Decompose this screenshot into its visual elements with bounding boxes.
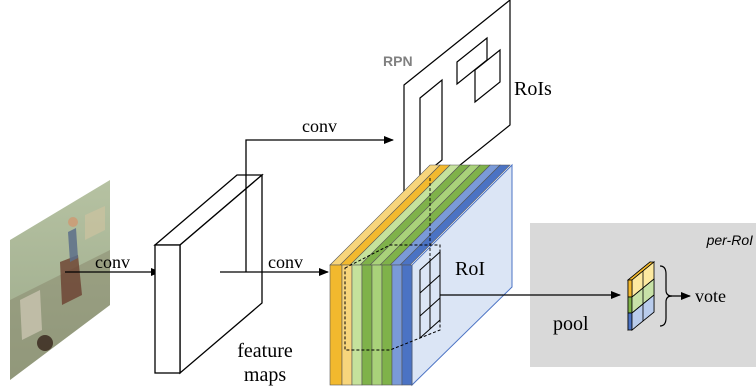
feature-stack-slices: [329, 164, 511, 266]
feature-maps-label-line2: maps: [244, 364, 286, 386]
conv-label-mid: conv: [268, 252, 303, 272]
vote-label: vote: [695, 286, 726, 306]
roi-box-left: [419, 78, 443, 180]
roi-grid: [419, 250, 441, 340]
feature-maps-label-line1: feature: [237, 340, 293, 362]
arrow-to-rpn: [245, 136, 394, 272]
conv-label-left: conv: [95, 252, 130, 272]
rois-label: RoIs: [514, 78, 552, 100]
pool-label: pool: [553, 313, 589, 335]
first-layer-box: [153, 173, 264, 375]
roi-label: RoI: [455, 258, 485, 280]
rpn-label: RPN: [383, 53, 413, 69]
roi-region-dashed: [344, 244, 441, 351]
pooled-feature-grid: [626, 261, 656, 331]
input-photo-icon: [10, 180, 110, 380]
per-roi-label: per-RoI: [706, 232, 754, 248]
conv-label-top: conv: [302, 116, 337, 136]
feature-stack-fronts: [329, 264, 413, 386]
roi-box-lower: [474, 48, 501, 104]
rpn-panel: [403, 0, 511, 212]
